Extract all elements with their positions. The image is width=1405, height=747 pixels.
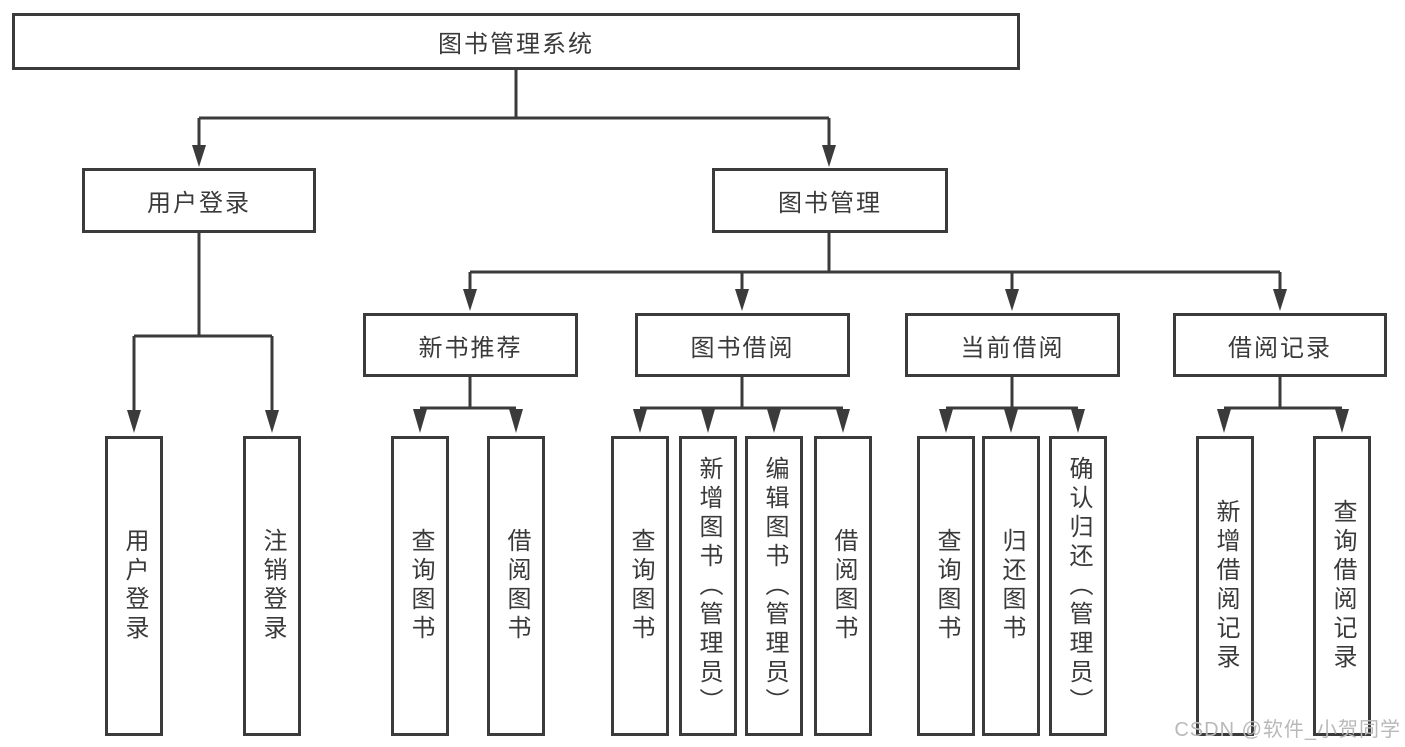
leaf-query-books-recommend-label: 查询图书 (407, 528, 434, 644)
node-new-book-recommend: 新书推荐 (363, 313, 578, 377)
csdn-watermark: CSDN @软件_小贺同学 (1174, 719, 1401, 741)
leaf-borrow-books: 借阅图书 (814, 436, 872, 736)
arrowhead (1335, 409, 1349, 433)
node-library-system-label: 图书管理系统 (438, 31, 594, 58)
leaf-logout-label: 注销登录 (259, 528, 286, 644)
arrowhead (735, 289, 749, 311)
leaf-user-login: 用户登录 (105, 436, 163, 736)
arrowhead (192, 145, 206, 167)
arrowhead (1217, 409, 1231, 433)
leaf-query-books-borrowing: 查询图书 (611, 436, 669, 736)
leaf-edit-books-admin: 编辑图书（管理员） (745, 436, 803, 736)
node-book-management-branch: 图书管理 (712, 168, 948, 233)
arrowhead (939, 409, 953, 433)
arrowhead (1071, 409, 1085, 433)
arrowhead (413, 409, 427, 433)
leaf-add-books-admin-label: 新增图书（管理员） (695, 455, 722, 717)
leaf-logout: 注销登录 (243, 436, 301, 736)
node-book-borrowing-label: 图书借阅 (690, 334, 795, 362)
arrowhead (509, 409, 523, 433)
leaf-borrow-books-recommend: 借阅图书 (487, 436, 545, 736)
arrowhead (1005, 289, 1019, 311)
leaf-query-borrow-record: 查询借阅记录 (1313, 436, 1371, 736)
leaf-add-borrow-record: 新增借阅记录 (1196, 436, 1254, 736)
leaf-query-borrow-record-label: 查询借阅记录 (1329, 499, 1356, 673)
node-user-login-branch: 用户登录 (82, 168, 316, 233)
leaf-confirm-return-admin: 确认归还（管理员） (1049, 436, 1107, 736)
leaf-query-books-recommend: 查询图书 (391, 436, 449, 736)
leaf-confirm-return-admin-label: 确认归还（管理员） (1065, 455, 1092, 717)
arrowhead (633, 409, 647, 433)
arrowhead (1273, 289, 1287, 311)
node-user-login-label: 用户登录 (147, 190, 251, 217)
connector-stems (132, 70, 1342, 411)
node-book-management-label: 图书管理 (778, 190, 882, 217)
node-borrowing-records-label: 借阅记录 (1228, 334, 1332, 362)
leaf-query-books-current-label: 查询图书 (933, 528, 960, 644)
leaf-add-books-admin: 新增图书（管理员） (679, 436, 737, 736)
leaf-borrow-books-recommend-label: 借阅图书 (503, 528, 530, 644)
leaf-query-books-borrowing-label: 查询图书 (627, 528, 654, 644)
arrowhead (836, 409, 850, 433)
arrowhead (822, 145, 836, 167)
arrowheads (127, 145, 1349, 433)
arrowhead (265, 410, 279, 433)
arrowhead (463, 289, 477, 311)
leaf-return-books: 归还图书 (982, 436, 1040, 736)
arrowhead (767, 409, 781, 433)
arrowhead (127, 410, 141, 433)
leaf-add-borrow-record-label: 新增借阅记录 (1212, 499, 1239, 673)
node-new-book-recommend-label: 新书推荐 (418, 334, 523, 362)
leaf-user-login-label: 用户登录 (121, 528, 148, 644)
node-library-system: 图书管理系统 (12, 13, 1020, 70)
node-current-borrowing-label: 当前借阅 (960, 334, 1065, 362)
leaf-edit-books-admin-label: 编辑图书（管理员） (761, 455, 788, 717)
leaf-query-books-current: 查询图书 (917, 436, 975, 736)
leaf-return-books-label: 归还图书 (998, 528, 1025, 644)
leaf-borrow-books-label: 借阅图书 (830, 528, 857, 644)
arrowhead (701, 409, 715, 433)
node-current-borrowing: 当前借阅 (905, 313, 1120, 377)
arrowhead (1004, 409, 1018, 433)
node-book-borrowing: 图书借阅 (635, 313, 850, 377)
node-borrowing-records: 借阅记录 (1173, 313, 1387, 377)
